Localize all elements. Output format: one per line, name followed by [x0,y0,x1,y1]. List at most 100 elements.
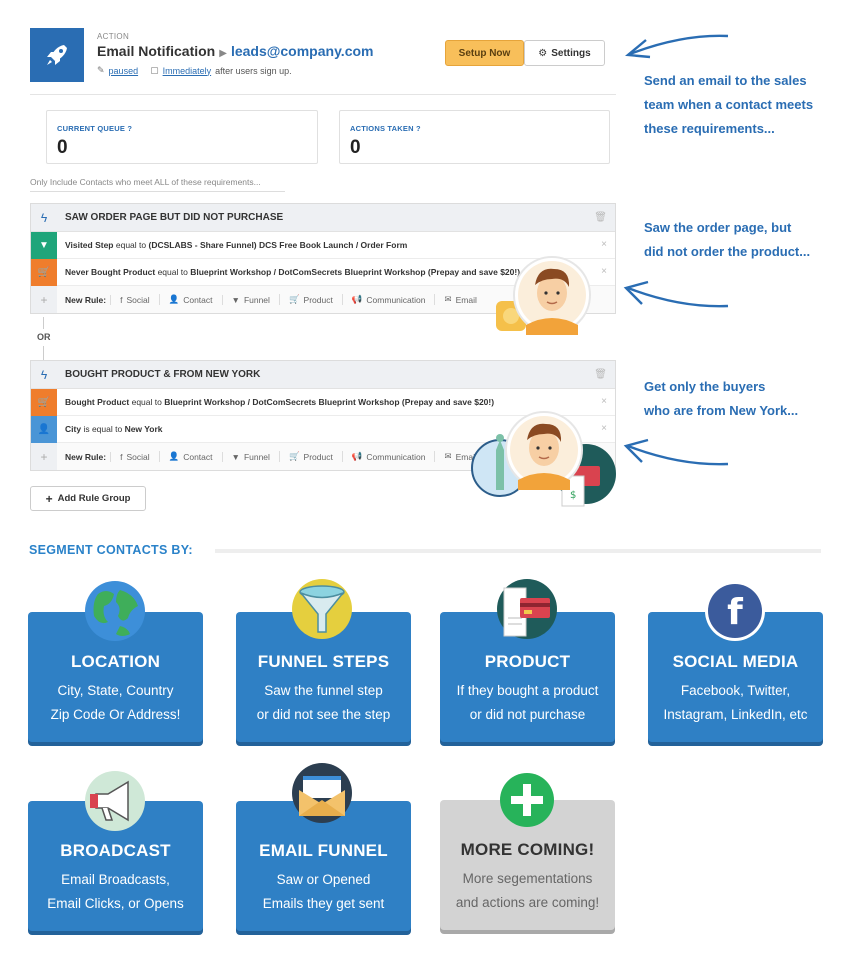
card-desc: or did not see the step [256,707,391,722]
rule-row: 🛒 Bought Product equal to Blueprint Work… [31,388,615,416]
card-title: LOCATION [70,652,161,671]
new-rule-product[interactable]: 🛒Product [278,294,342,305]
setup-now-button[interactable]: Setup Now [445,40,524,66]
bolt-icon: ϟ [40,367,48,382]
new-rule-communication[interactable]: 📢Communication [341,294,435,305]
card-desc: Facebook, Twitter, [680,683,791,698]
arrow-annotation-3 [623,438,729,466]
action-label: ACTION [97,32,130,41]
megaphone-icon: 📢 [351,294,363,304]
calendar-icon: ▢ [150,65,159,75]
cart-icon: 🛒 [288,451,300,461]
trash-icon[interactable]: 🗑 [594,369,607,380]
rule-row: 👤 City is equal to New York × [31,415,615,443]
title-text: Email Notification [97,43,216,59]
status-link[interactable]: paused [108,65,139,76]
rule-text: Never Bought Product equal to Blueprint … [65,267,520,277]
timing-link[interactable]: Immediately [162,65,212,76]
rule-row: ▼ Visited Step equal to (DCSLABS - Share… [31,231,615,259]
cart-icon: 🛒 [288,294,300,304]
card-title: PRODUCT [484,652,571,671]
arrow-annotation-1 [625,34,729,59]
plus-icon: + [31,286,57,313]
gear-icon: ⚙ [538,47,548,59]
or-label: OR [37,332,51,342]
card-title: MORE COMING! [460,840,595,859]
segment-title: SEGMENT CONTACTS BY: [29,543,193,557]
rocket-logo [30,28,84,82]
status-row: ✎ paused ▢ Immediately after users sign … [97,65,292,76]
remove-rule-icon[interactable]: × [601,239,607,250]
new-rule-communication[interactable]: 📢Communication [341,451,435,462]
cart-icon: 🛒 [31,388,57,416]
card-desc: City, State, Country [57,683,174,698]
actions-taken-value: 0 [350,137,361,158]
rule-text: Bought Product equal to Blueprint Worksh… [65,397,495,407]
card-desc: Emails they get sent [262,896,385,911]
help-icon: ? [127,124,133,133]
card-title: EMAIL FUNNEL [259,841,388,860]
envelope-icon: ✉ [444,294,452,304]
plus-icon: + [45,491,53,506]
new-rule-funnel[interactable]: ▼Funnel [221,451,279,462]
rule-row: 🛒 Never Bought Product equal to Blueprin… [31,258,615,286]
card-desc: and actions are coming! [455,895,600,910]
current-queue-label: CURRENT QUEUE ? [57,124,133,133]
divider [30,94,616,95]
remove-rule-icon[interactable]: × [601,423,607,434]
current-queue-card: CURRENT QUEUE ? 0 [46,110,318,164]
segment-divider [215,549,821,553]
funnel-icon [292,579,352,639]
cart-icon: 🛒 [31,258,57,286]
card-desc: If they bought a product [456,683,599,698]
plug-icon: ✎ [97,65,105,75]
trash-icon[interactable]: 🗑 [594,212,607,223]
settings-button[interactable]: ⚙ Settings [524,40,605,66]
bolt-icon: ϟ [40,210,48,225]
caret-right-icon: ▶ [219,48,227,59]
email-link[interactable]: leads@company.com [230,43,374,59]
card-desc: Zip Code Or Address! [50,707,181,722]
current-queue-value: 0 [57,137,68,158]
rule-group-header: ϟ SAW ORDER PAGE BUT DID NOT PURCHASE 🗑 [31,204,615,232]
new-rule-email[interactable]: ✉Email [434,294,485,305]
funnel-icon: ▼ [231,451,240,462]
rule-group-2: ϟ BOUGHT PRODUCT & FROM NEW YORK 🗑 🛒 Bou… [30,360,616,471]
or-connector [43,346,44,360]
rule-group-title: BOUGHT PRODUCT & FROM NEW YORK [65,369,261,380]
card-desc: Saw or Opened [276,872,371,887]
page-title: Email Notification▶leads@company.com [97,43,374,59]
plus-circle-icon [500,773,554,827]
card-title: BROADCAST [60,841,171,860]
remove-rule-icon[interactable]: × [601,266,607,277]
avatar-illustration-2: $ [471,411,616,507]
remove-rule-icon[interactable]: × [601,396,607,407]
new-rule-label: New Rule: [65,294,107,305]
rule-text: City is equal to New York [65,424,163,434]
globe-icon [85,581,145,641]
card-title: FUNNEL STEPS [257,652,390,671]
card-desc: Saw the funnel step [264,683,383,698]
new-rule-contact[interactable]: 👤Contact [158,294,222,305]
plus-icon: + [31,443,57,470]
card-product[interactable]: PRODUCT If they bought a product or did … [440,612,615,742]
help-icon: ? [416,124,421,133]
add-rule-group-label: Add Rule Group [57,493,131,504]
add-rule-group-button[interactable]: + Add Rule Group [30,486,146,511]
svg-text:$: $ [570,490,576,501]
rule-group-header: ϟ BOUGHT PRODUCT & FROM NEW YORK 🗑 [31,361,615,389]
credit-card-icon [497,579,557,639]
card-funnel-steps[interactable]: FUNNEL STEPS Saw the funnel step or did … [236,612,411,742]
new-rule-email[interactable]: ✉Email [434,451,485,462]
card-desc: Email Clicks, or Opens [47,896,184,911]
card-desc: or did not purchase [469,707,586,722]
new-rule-funnel[interactable]: ▼Funnel [221,294,279,305]
avatar-illustration-1 [496,256,591,335]
rocket-icon [47,45,67,65]
new-rule-contact[interactable]: 👤Contact [158,451,222,462]
new-rule-product[interactable]: 🛒Product [278,451,342,462]
